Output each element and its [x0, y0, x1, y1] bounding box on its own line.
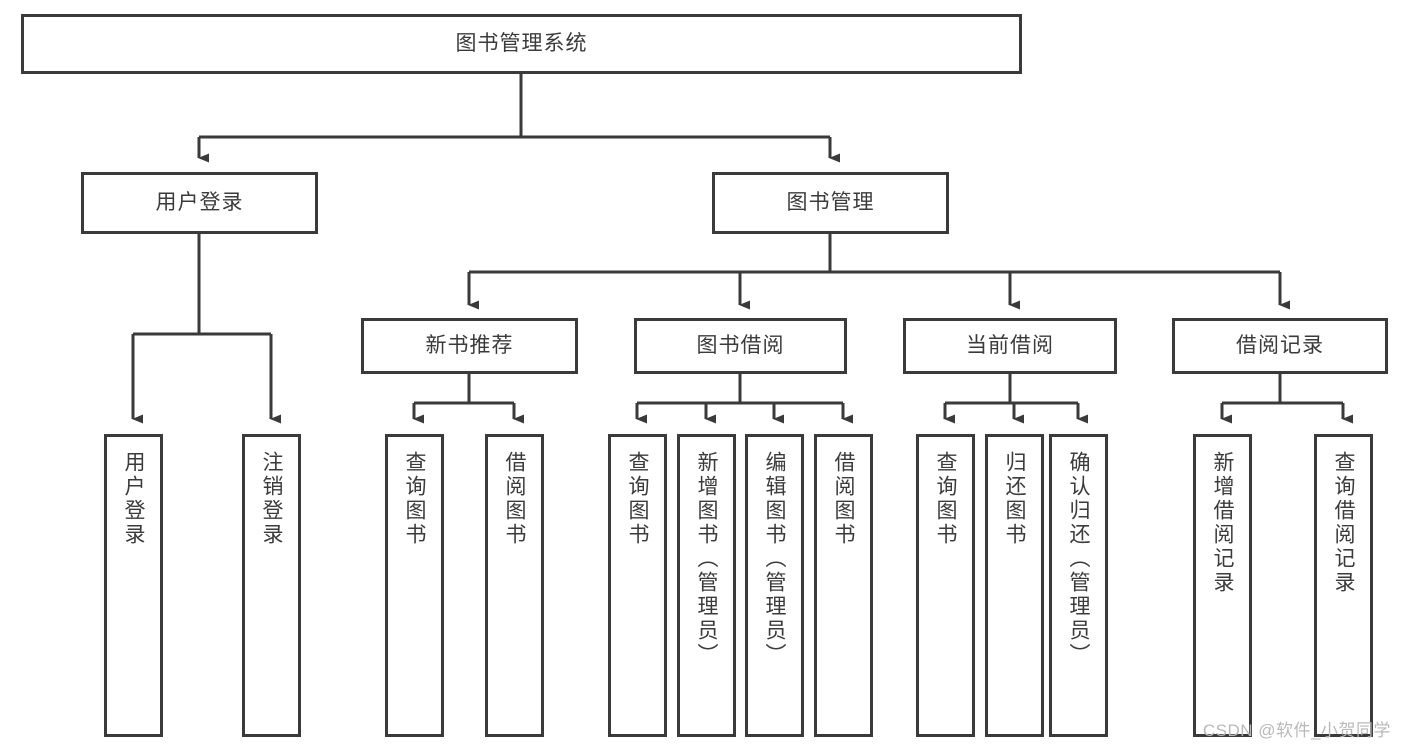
node-user-login[interactable]: 用户登录: [81, 172, 318, 234]
node-new-book-recommend[interactable]: 新书推荐: [361, 318, 578, 374]
leaf-borrow-book-recommend-label: 借阅图书: [503, 451, 527, 547]
node-book-management-label: 图书管理: [786, 190, 875, 214]
leaf-edit-book-admin-label: 编辑图书（管理员）: [763, 451, 787, 667]
node-root-label: 图书管理系统: [455, 31, 588, 55]
leaf-add-book-admin[interactable]: 新增图书（管理员）: [677, 434, 736, 737]
leaf-query-book-borrow[interactable]: 查询图书: [608, 434, 667, 737]
node-new-book-recommend-label: 新书推荐: [425, 333, 514, 357]
leaf-query-borrow-record[interactable]: 查询借阅记录: [1314, 434, 1373, 737]
leaf-query-book-borrow-label: 查询图书: [626, 451, 650, 547]
node-current-borrow[interactable]: 当前借阅: [903, 318, 1117, 374]
node-book-borrow[interactable]: 图书借阅: [634, 318, 847, 374]
node-book-management[interactable]: 图书管理: [712, 172, 949, 234]
leaf-query-book-current[interactable]: 查询图书: [916, 434, 975, 737]
leaf-add-borrow-record[interactable]: 新增借阅记录: [1193, 434, 1252, 737]
leaf-user-login[interactable]: 用户登录: [104, 434, 163, 737]
node-borrow-records-label: 借阅记录: [1236, 333, 1324, 357]
leaf-edit-book-admin[interactable]: 编辑图书（管理员）: [745, 434, 804, 737]
leaf-add-book-admin-label: 新增图书（管理员）: [695, 451, 719, 667]
leaf-borrow-book-recommend[interactable]: 借阅图书: [485, 434, 544, 737]
node-current-borrow-label: 当前借阅: [966, 333, 1054, 357]
leaf-return-book-label: 归还图书: [1003, 451, 1027, 547]
leaf-user-logout[interactable]: 注销登录: [242, 434, 301, 737]
watermark-text: CSDN @软件_小贺同学: [1202, 721, 1391, 740]
leaf-query-borrow-record-label: 查询借阅记录: [1332, 451, 1356, 595]
leaf-confirm-return-admin-label: 确认归还（管理员）: [1067, 451, 1091, 667]
node-book-borrow-label: 图书借阅: [696, 333, 785, 357]
leaf-query-book-recommend-label: 查询图书: [403, 451, 427, 547]
leaf-user-login-label: 用户登录: [122, 451, 146, 547]
leaf-query-book-recommend[interactable]: 查询图书: [385, 434, 444, 737]
leaf-return-book[interactable]: 归还图书: [985, 434, 1044, 737]
node-root[interactable]: 图书管理系统: [21, 14, 1022, 74]
leaf-add-borrow-record-label: 新增借阅记录: [1211, 451, 1235, 595]
node-user-login-label: 用户登录: [155, 190, 244, 214]
leaf-query-book-current-label: 查询图书: [934, 451, 958, 547]
leaf-confirm-return-admin[interactable]: 确认归还（管理员）: [1049, 434, 1108, 737]
leaf-user-logout-label: 注销登录: [260, 451, 284, 547]
leaf-borrow-book-label: 借阅图书: [832, 451, 856, 547]
leaf-borrow-book[interactable]: 借阅图书: [814, 434, 873, 737]
node-borrow-records[interactable]: 借阅记录: [1172, 318, 1388, 374]
